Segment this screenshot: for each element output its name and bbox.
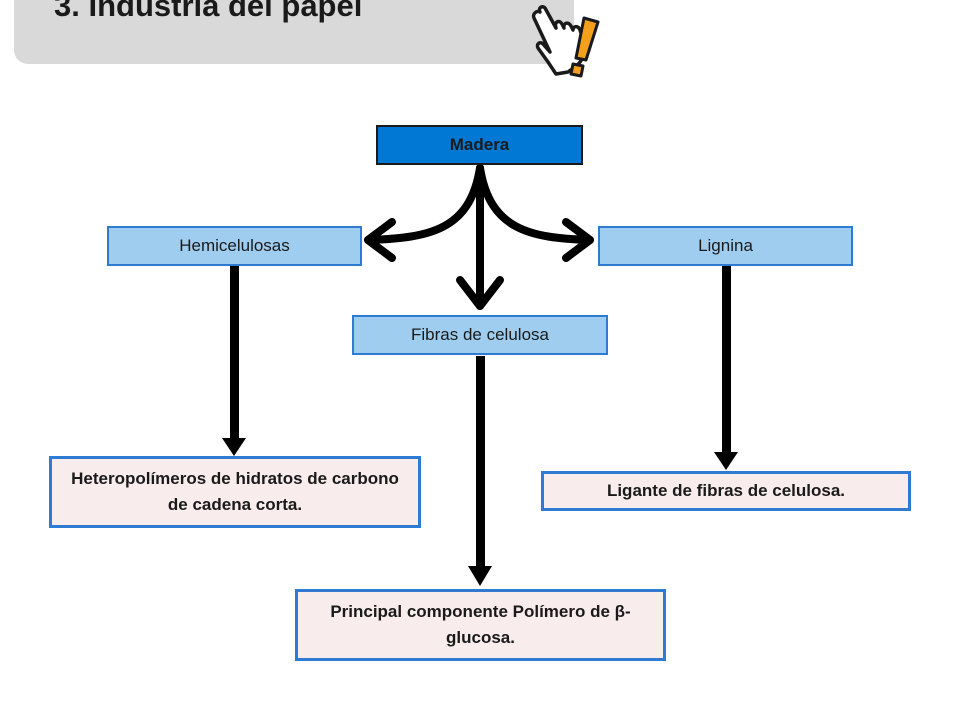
note-fibras-celulosa: Principal componente Polímero de β-gluco… (295, 589, 666, 661)
arrow-madera-hemicelulosas (364, 164, 484, 244)
root-node-madera: Madera (376, 125, 583, 165)
note-lignina: Ligante de fibras de celulosa. (541, 471, 911, 511)
title-banner: 3. Industria del papel (14, 0, 574, 64)
node-fibras-celulosa: Fibras de celulosa (352, 315, 608, 355)
pointing-hand-exclamation-icon (531, 5, 600, 78)
arrow-head-hemicelulosas-note (222, 438, 246, 456)
arrow-head-fibras (456, 276, 504, 310)
note-hemicelulosas: Heteropolímeros de hidratos de carbono d… (49, 456, 421, 528)
arrow-madera-lignina (476, 164, 594, 244)
arrow-head-fibras-note (468, 566, 492, 586)
arrow-head-lignina-note (714, 452, 738, 470)
node-hemicelulosas: Hemicelulosas (107, 226, 362, 266)
arrow-lignina-note (722, 266, 731, 454)
node-lignina: Lignina (598, 226, 853, 266)
page-title: 3. Industria del papel (54, 0, 363, 23)
arrow-head-lignina (562, 218, 594, 262)
arrow-head-hemicelulosas (364, 218, 396, 262)
arrow-fibras-note (476, 356, 485, 568)
arrow-hemicelulosas-note (230, 266, 239, 440)
